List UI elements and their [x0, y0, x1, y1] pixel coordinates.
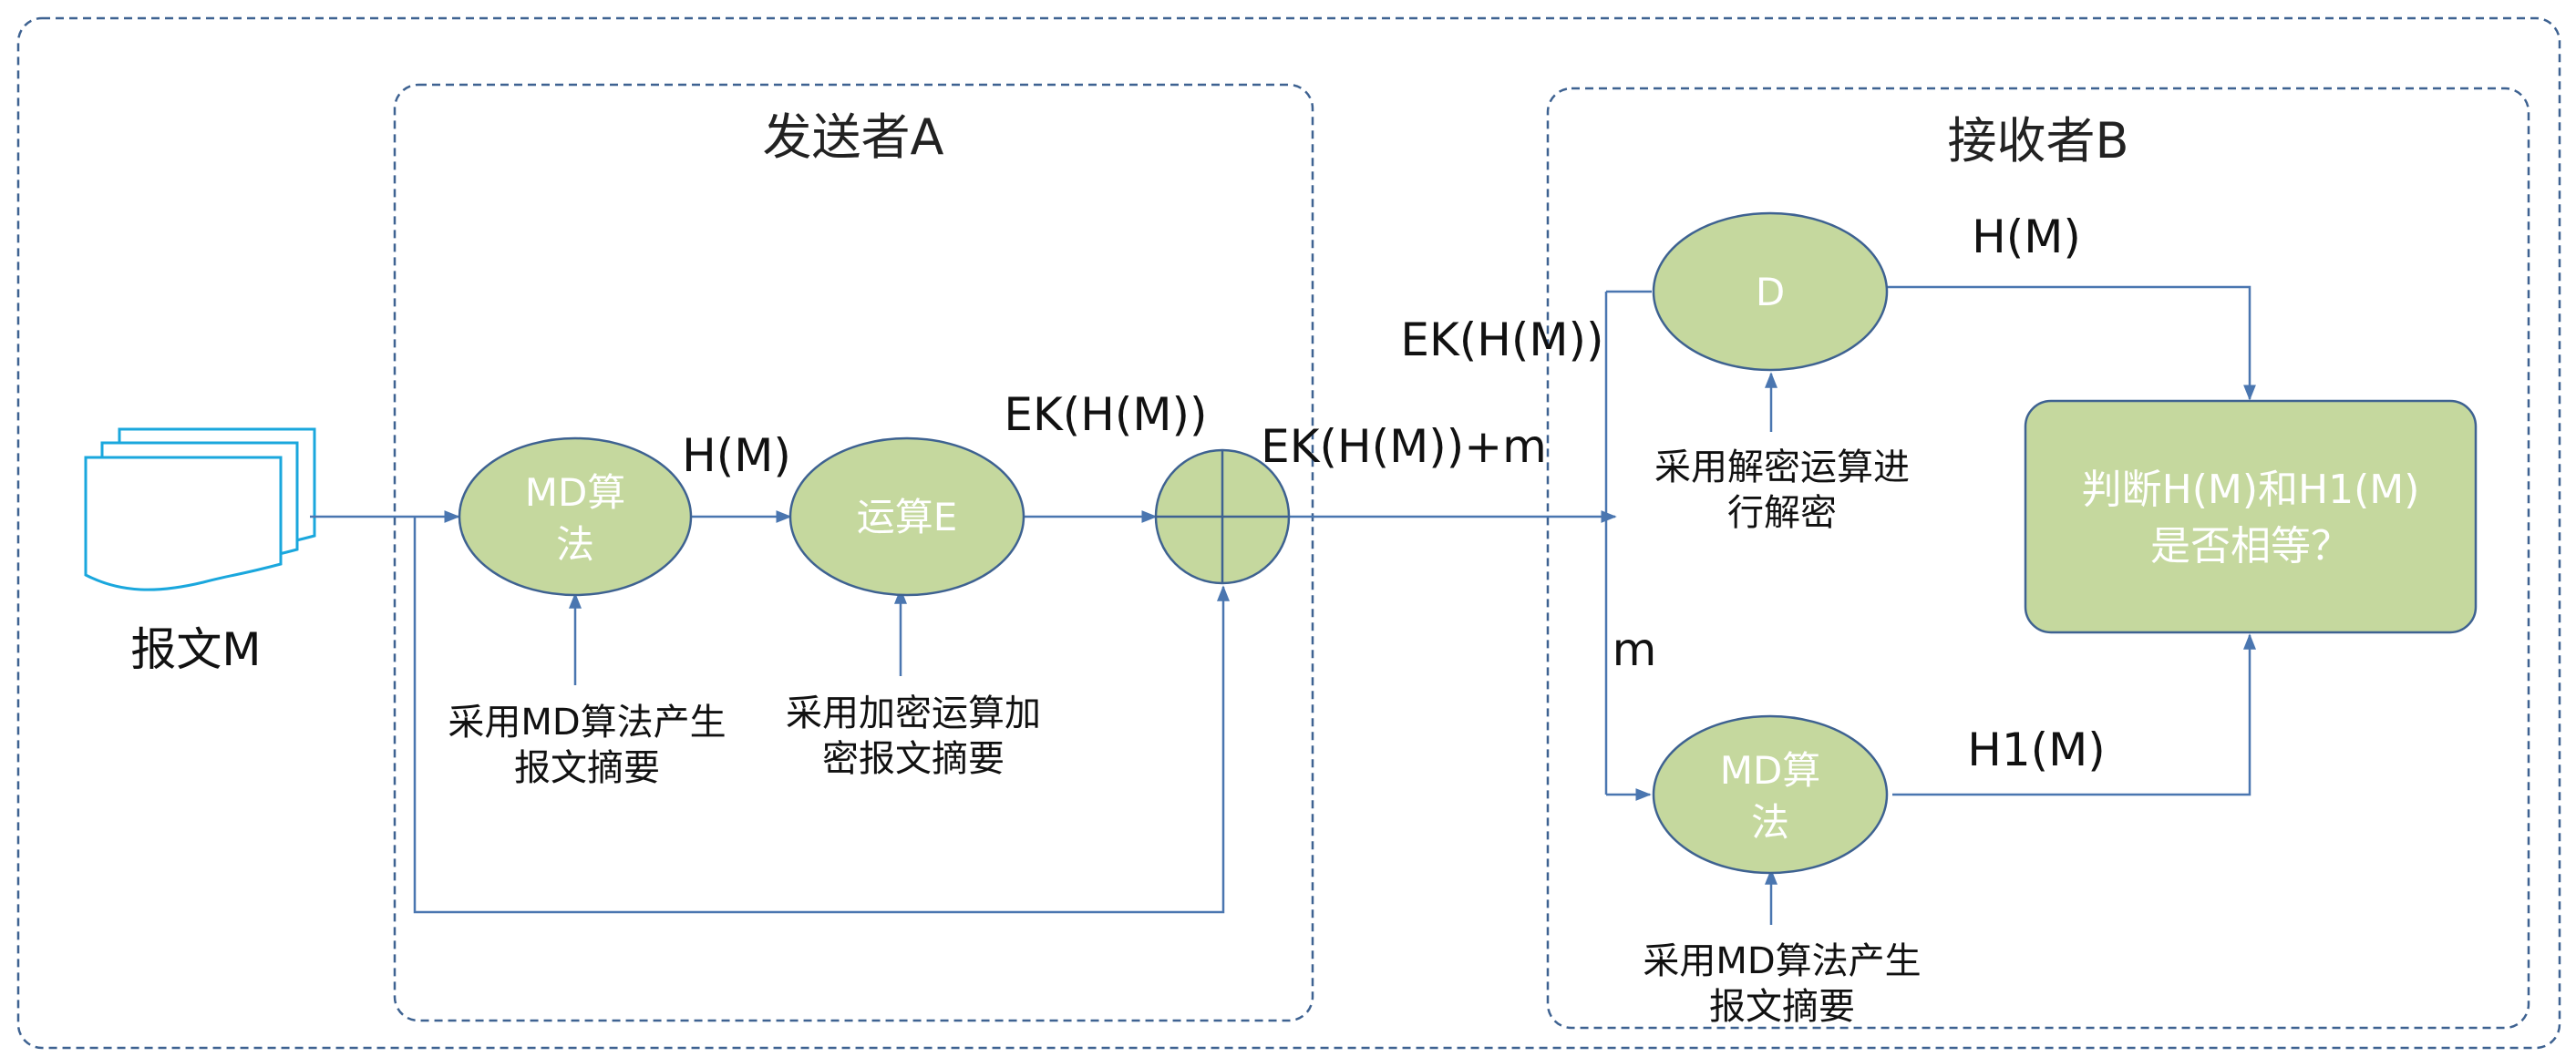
hash-edge-label: H(M) — [682, 429, 791, 482]
receiver-decrypt-note-1: 采用解密运算进 — [1654, 446, 1910, 488]
sender-md-note-2: 报文摘要 — [514, 747, 660, 789]
sender-md-node — [458, 436, 693, 597]
outer-frame — [16, 16, 2561, 1050]
recomputed-edge-label: H1(M) — [1967, 723, 2106, 776]
receiver-md-node — [1652, 714, 1889, 875]
md-to-compare-arrow — [1892, 633, 2256, 796]
receiver-title: 接收者B — [1947, 112, 2128, 169]
combine-node — [1154, 448, 1291, 585]
compare-label-1: 判断H(M)和H1(M) — [2082, 467, 2420, 513]
compare-label-2: 是否相等？ — [2150, 523, 2351, 570]
channel-label: EK(H(M))+m — [1261, 420, 1547, 473]
message-label: 报文M — [130, 623, 261, 676]
document-stack-icon — [84, 427, 316, 591]
encrypted-edge-label: EK(H(M)) — [1004, 388, 1207, 441]
receiver-md-label-2: 法 — [1751, 800, 1789, 845]
decrypt-to-compare-arrow — [1887, 285, 2256, 401]
receiver-decrypt-node — [1652, 211, 1889, 372]
sender-encrypt-note-2: 密报文摘要 — [822, 738, 1005, 780]
sender-md-note-1: 采用MD算法产生 — [448, 702, 726, 744]
decrypted-edge-label: H(M) — [1972, 210, 2081, 263]
receiver-md-note-1: 采用MD算法产生 — [1643, 940, 1921, 982]
sender-title: 发送者A — [763, 108, 944, 166]
sender-encrypt-note-1: 采用加密运算加 — [786, 693, 1041, 734]
receiver-decrypt-note-2: 行解密 — [1727, 492, 1837, 534]
message-bypass-arrow — [413, 517, 1230, 914]
message-in-label: m — [1613, 623, 1657, 676]
sender-md-label-1: MD算 — [525, 470, 626, 515]
receiver-decrypt-label: D — [1756, 270, 1785, 314]
receiver-md-note-2: 报文摘要 — [1709, 986, 1855, 1028]
receiver-frame — [1546, 87, 2530, 1030]
sender-encrypt-label: 运算E — [857, 495, 958, 539]
receiver-md-label-1: MD算 — [1720, 748, 1821, 793]
compare-node — [2024, 399, 2478, 634]
sender-encrypt-node — [788, 436, 1025, 597]
encrypted-in-label: EK(H(M)) — [1400, 313, 1603, 366]
sender-md-label-2: 法 — [556, 522, 594, 567]
